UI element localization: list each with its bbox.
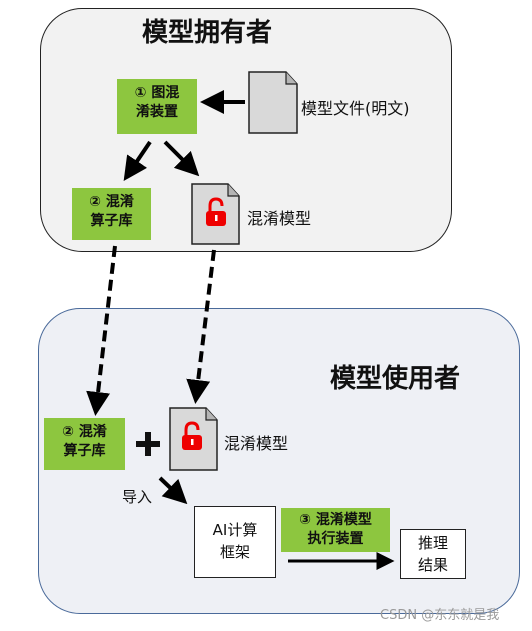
inference-result-box: 推理 结果	[400, 529, 466, 579]
owner-operator-lib-line1: ② 混淆	[89, 194, 134, 210]
inference-result-line1: 推理	[417, 534, 448, 552]
model-owner-title: 模型拥有者	[142, 18, 273, 48]
lock-document-icon	[169, 407, 218, 471]
obfuscator-to-model-arrow	[163, 140, 200, 177]
graph-obfuscator-line2: 淆装置	[136, 104, 178, 120]
owner-obfuscated-model-label: 混淆模型	[247, 209, 312, 228]
graph-obfuscator-box: ① 图混 淆装置	[117, 79, 197, 134]
user-operator-lib-box: ② 混淆 算子库	[44, 418, 125, 470]
owner-operator-lib-line2: 算子库	[90, 213, 133, 229]
model-user-title: 模型使用者	[330, 364, 461, 394]
executor-line2: 执行装置	[307, 531, 364, 547]
executor-box: ③ 混淆模型 执行装置	[281, 508, 390, 552]
owner-operator-lib-box: ② 混淆 算子库	[72, 188, 151, 240]
inference-result-line2: 结果	[417, 556, 448, 574]
user-operator-lib-line1: ② 混淆	[62, 424, 107, 440]
watermark: CSDN @东东就是我	[380, 608, 500, 623]
user-operator-lib-line2: 算子库	[63, 443, 106, 459]
plus-icon	[136, 432, 160, 456]
ai-framework-line1: AI计算	[212, 521, 258, 539]
obfuscator-to-lib-arrow	[123, 140, 152, 181]
executor-line1: ③ 混淆模型	[299, 512, 372, 528]
lib-transfer-dashed-arrow	[86, 245, 117, 416]
import-label: 导入	[122, 488, 153, 506]
model-file-label: 模型文件(明文)	[301, 99, 410, 118]
ai-framework-box: AI计算 框架	[194, 506, 276, 578]
model-transfer-dashed-arrow	[186, 249, 216, 404]
lock-document-icon	[191, 183, 240, 245]
document-icon	[248, 71, 298, 134]
user-obfuscated-model-label: 混淆模型	[224, 434, 289, 453]
ai-framework-line2: 框架	[219, 543, 250, 561]
graph-obfuscator-line1: ① 图混	[134, 85, 180, 101]
import-arrow	[158, 476, 188, 505]
